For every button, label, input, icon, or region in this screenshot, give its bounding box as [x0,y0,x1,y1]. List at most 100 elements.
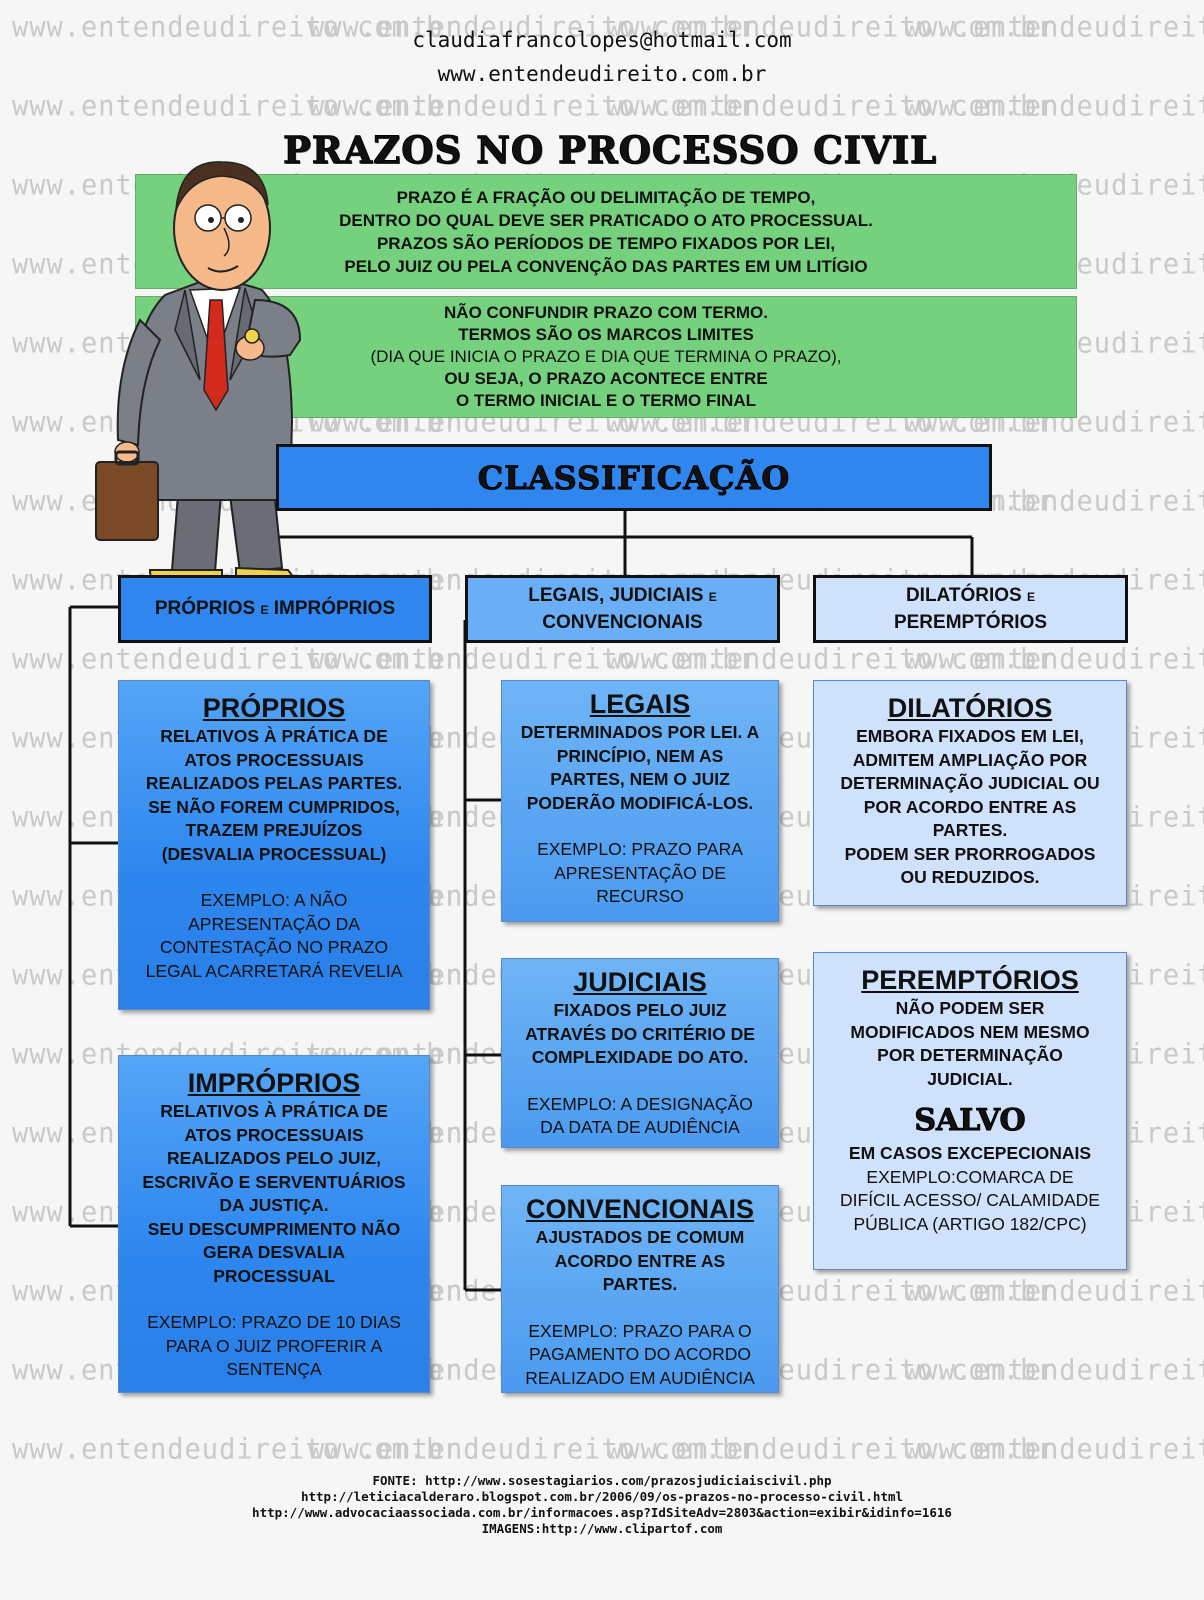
legais-text: PARTES, NEM O JUIZ [550,769,730,789]
proprios-text: (DESVALIA PROCESSUAL) [161,843,387,864]
dilatorios-text: EMBORA FIXADOS EM LEI, [856,726,1084,746]
proprios-text: REALIZADOS PELAS PARTES. [145,773,403,793]
legais-box: LEGAIS DETERMINADOS POR LEI. A PRINCÍPIO… [501,680,779,922]
legais-example: APRESENTAÇÃO DE [554,862,726,883]
convencionais-box: CONVENCIONAIS AJUSTADOS DE COMUM ACORDO … [501,1185,779,1393]
legais-text: DETERMINADOS POR LEI. A [520,722,760,742]
judiciais-text: FIXADOS PELO JUIZ [553,1000,727,1020]
proprios-box: PRÓPRIOS RELATIVOS À PRÁTICA DE ATOS PRO… [118,680,430,1010]
judiciais-text: ATRAVÉS DO CRITÉRIO DE [525,1023,755,1044]
definition-line: DENTRO DO QUAL DEVE SER PRATICADO O ATO … [339,210,873,230]
improprios-text: PROCESSUAL [213,1265,335,1286]
legais-example: EXEMPLO: PRAZO PARA [537,839,743,859]
peremptorios-box: PEREMPTÓRIOS NÃO PODEM SER MODIFICADOS N… [813,952,1127,1270]
category-proprios-improprios: PRÓPRIOS E IMPRÓPRIOS [118,575,432,643]
convencionais-title: CONVENCIONAIS [525,1194,755,1224]
termo-line: (DIA QUE INICIA O PRAZO E DIA QUE TERMIN… [370,347,842,366]
definition-line: PELO JUIZ OU PELA CONVENÇÃO DAS PARTES E… [344,256,868,276]
peremptorios-example: DIFÍCIL ACESSO/ CALAMIDADE [840,1190,1100,1210]
judiciais-example: EXEMPLO: A DESIGNAÇÃO [527,1093,753,1114]
definition-box: PRAZO É A FRAÇÃO OU DELIMITAÇÃO DE TEMPO… [135,174,1077,289]
page-title: PRAZOS NO PROCESSO CIVIL [282,128,938,173]
termo-line: TERMOS SÃO OS MARCOS LIMITES [458,325,754,344]
category-connector: E [1027,590,1036,604]
dilatorios-text: PARTES. [932,820,1008,840]
convencionais-example: PAGAMENTO DO ACORDO [528,1344,752,1364]
improprios-example: EXEMPLO: PRAZO DE 10 DIAS [147,1312,401,1332]
proprios-text: RELATIVOS À PRÁTICA DE [160,726,388,746]
source-line: http://www.advocaciaassociada.com.br/inf… [252,1505,952,1520]
dilatorios-box: DILATÓRIOS EMBORA FIXADOS EM LEI, ADMITE… [813,680,1127,906]
dilatorios-text: DETERMINAÇÃO JUDICIAL OU [840,773,1100,793]
header-email: claudiafrancolopes@hotmail.com [412,28,792,52]
improprios-example: SENTENÇA [226,1359,322,1379]
termo-line: O TERMO INICIAL E O TERMO FINAL [455,391,756,410]
peremptorios-exception: EM CASOS EXCEPECIONAIS [848,1143,1092,1163]
dilatorios-text: PODEM SER PRORROGADOS [844,843,1096,864]
termo-line: OU SEJA, O PRAZO ACONTECE ENTRE [444,369,768,388]
judiciais-text: COMPLEXIDADE DO ATO. [531,1047,749,1067]
peremptorios-title: PEREMPTÓRIOS [861,965,1079,995]
convencionais-example: EXEMPLO: PRAZO PARA O [528,1320,752,1341]
judiciais-example: DA DATA DE AUDIÊNCIA [540,1117,740,1137]
proprios-example: APRESENTAÇÃO DA [188,913,360,934]
improprios-text: SEU DESCUMPRIMENTO NÃO [147,1218,401,1239]
termo-line: NÃO CONFUNDIR PRAZO COM TERMO. [444,303,768,322]
dilatorios-text: ADMITEM AMPLIAÇÃO POR [852,749,1088,770]
improprios-text: ATOS PROCESSUAIS [184,1124,364,1145]
definition-line: PRAZO É A FRAÇÃO OU DELIMITAÇÃO DE TEMPO… [396,187,816,207]
proprios-text: ATOS PROCESSUAIS [184,749,364,770]
category-label: DILATÓRIOS [905,585,1022,606]
improprios-text: REALIZADOS PELO JUIZ, [167,1148,381,1168]
improprios-text: DA JUSTIÇA. [219,1195,329,1215]
sources: FONTE: http://www.sosestagiarios.com/pra… [0,1473,1204,1537]
proprios-text: TRAZEM PREJUÍZOS [185,820,363,840]
improprios-box: IMPRÓPRIOS RELATIVOS À PRÁTICA DE ATOS P… [118,1055,430,1393]
source-line: IMAGENS:http://www.clipartof.com [481,1521,723,1536]
category-connector: E [708,590,717,604]
dilatorios-text: OU REDUZIDOS. [900,867,1040,887]
improprios-title: IMPRÓPRIOS [187,1068,361,1098]
convencionais-text: PARTES. [602,1274,678,1294]
classificacao-title: CLASSIFICAÇÃO [477,458,791,497]
classificacao-box: CLASSIFICAÇÃO [276,444,992,511]
judiciais-box: JUDICIAIS FIXADOS PELO JUIZ ATRAVÉS DO C… [501,958,779,1148]
dilatorios-text: POR ACORDO ENTRE AS [863,796,1077,817]
definition-line: PRAZOS SÃO PERÍODOS DE TEMPO FIXADOS POR… [376,233,836,253]
category-label: IMPRÓPRIOS [273,597,396,619]
category-connector: E [260,602,269,617]
convencionais-example: REALIZADO EM AUDIÊNCIA [525,1367,755,1388]
legais-text: PODERÃO MODIFICÁ-LOS. [526,792,754,813]
proprios-example: CONTESTAÇÃO NO PRAZO [159,937,389,957]
peremptorios-text: MODIFICADOS NEM MESMO [850,1021,1090,1042]
peremptorios-text: NÃO PODEM SER [895,998,1045,1018]
proprios-title: PRÓPRIOS [202,693,346,723]
legais-title: LEGAIS [589,689,691,719]
convencionais-text: ACORDO ENTRE AS [554,1250,726,1271]
peremptorios-text: JUDICIAL. [927,1068,1013,1089]
category-legais-judiciais-convencionais: LEGAIS, JUDICIAIS E CONVENCIONAIS [465,575,780,643]
legais-example: RECURSO [596,886,684,906]
source-line: http://leticiacalderaro.blogspot.com.br/… [300,1489,904,1504]
legais-text: PRINCÍPIO, NEM AS [556,745,724,766]
judiciais-title: JUDICIAIS [573,967,707,997]
category-label: LEGAIS, JUDICIAIS [528,585,704,606]
proprios-text: SE NÃO FOREM CUMPRIDOS, [148,796,400,817]
improprios-text: GERA DESVALIA [203,1242,345,1262]
peremptorios-example: PÚBLICA (ARTIGO 182/CPC) [853,1213,1087,1234]
category-label: PRÓPRIOS [154,597,256,619]
category-label: PEREMPTÓRIOS [893,612,1048,633]
improprios-text: RELATIVOS À PRÁTICA DE [160,1101,388,1121]
dilatorios-title: DILATÓRIOS [887,693,1053,723]
peremptorios-example: EXEMPLO:COMARCA DE [866,1166,1074,1187]
improprios-example: PARA O JUIZ PROFERIR A [165,1335,383,1356]
improprios-text: ESCRIVÃO E SERVENTUÁRIOS [142,1171,406,1192]
proprios-example: EXEMPLO: A NÃO [200,890,348,910]
proprios-example: LEGAL ACARRETARÁ REVELIA [145,960,403,981]
category-label: CONVENCIONAIS [542,612,703,633]
header-website: www.entendeudireito.com.br [437,62,767,86]
salvo-title: SALVO [914,1103,1026,1139]
category-dilatorios-peremptorios: DILATÓRIOS E PEREMPTÓRIOS [813,575,1128,643]
